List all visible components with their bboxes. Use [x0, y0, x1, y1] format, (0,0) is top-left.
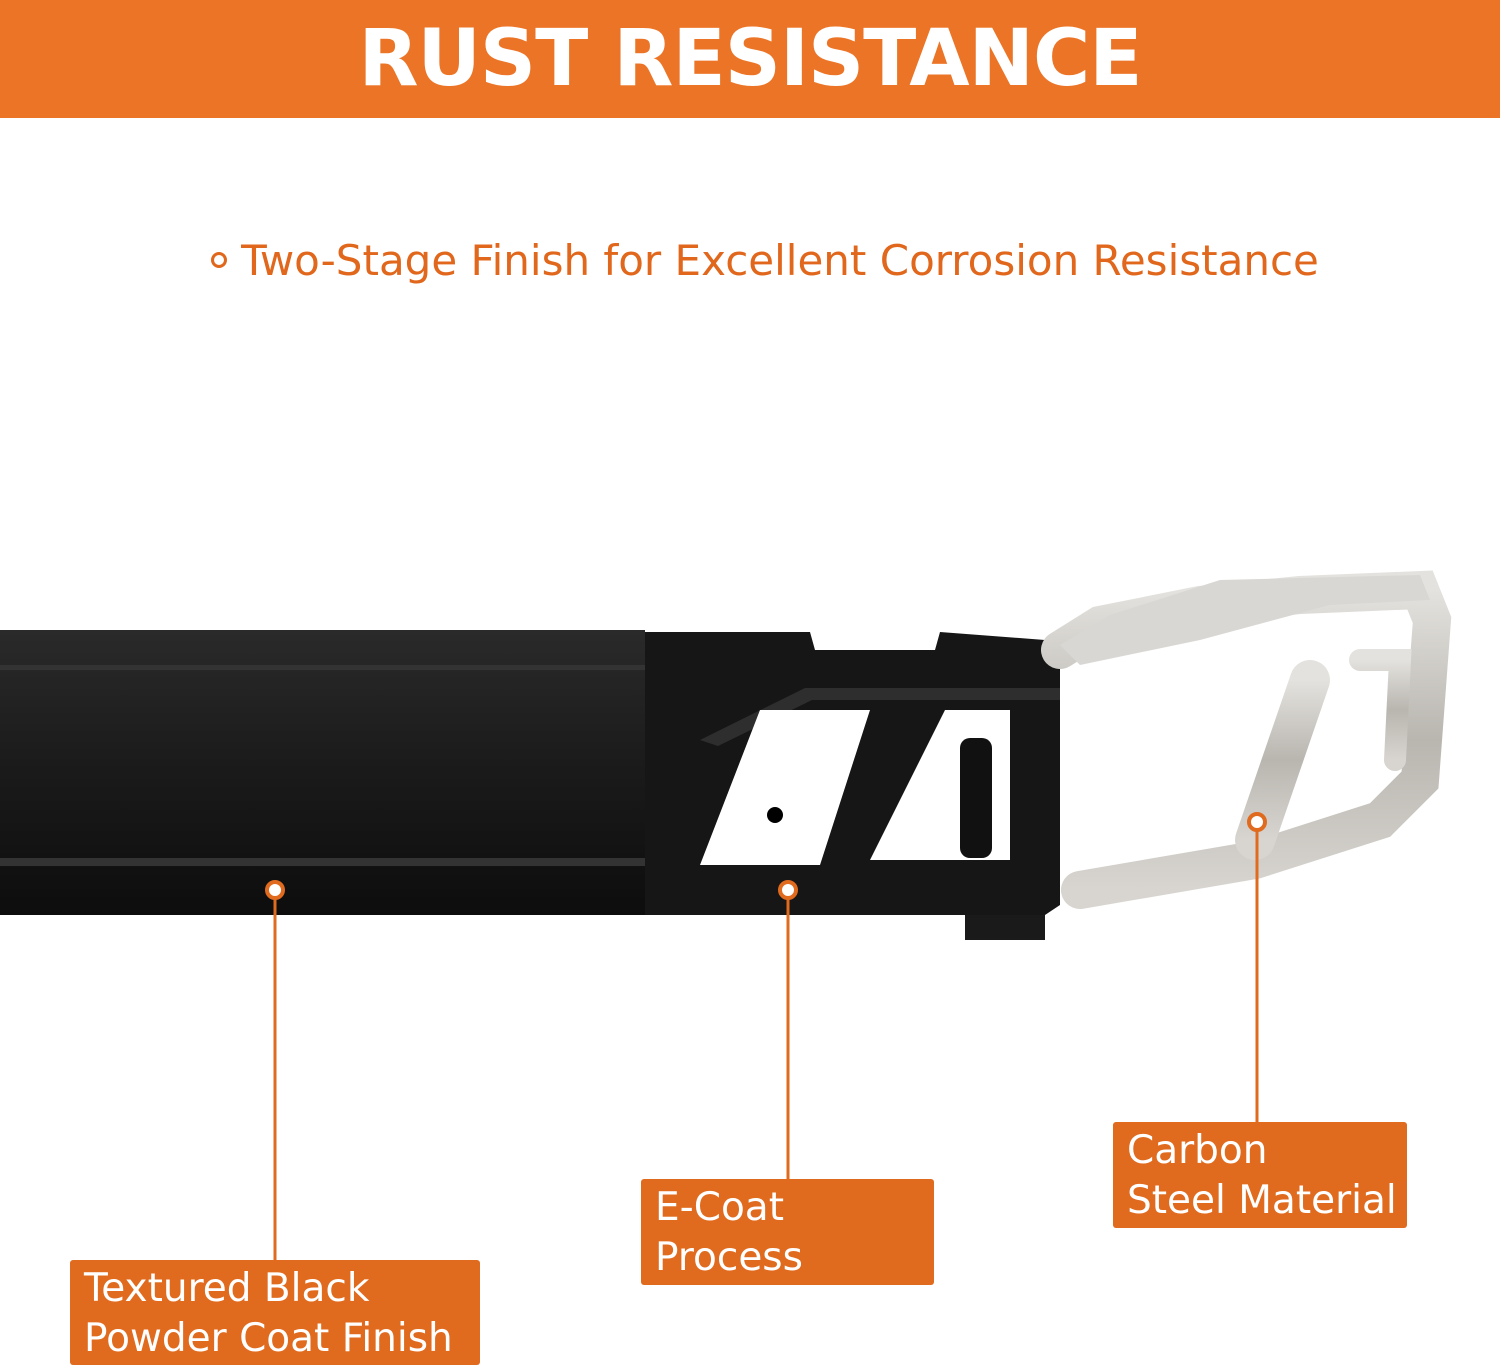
subtitle-text: Two-Stage Finish for Excellent Corrosion…	[241, 236, 1319, 285]
callout-dot-icon	[1247, 812, 1267, 832]
callout-carbon-steel: Carbon Steel Material	[1113, 1122, 1407, 1228]
callout-ecoat: E-Coat Process Layer	[641, 1179, 934, 1330]
end-bracket	[645, 632, 1060, 940]
callout-powder-coat: Textured Black Powder Coat Finish	[70, 1260, 480, 1365]
callout-leaders	[273, 822, 1259, 1262]
guard-top-plate	[1060, 575, 1430, 665]
circle-bullet-icon	[211, 251, 228, 268]
callout-line: Textured Black	[84, 1266, 370, 1311]
callout-dots	[265, 812, 1267, 900]
page-title: RUST RESISTANCE	[358, 14, 1143, 104]
callout-line: Process Layer	[655, 1235, 803, 1330]
callout-dot-icon	[778, 880, 798, 900]
callout-line: Carbon	[1127, 1128, 1268, 1173]
header-banner: RUST RESISTANCE	[0, 0, 1500, 118]
callout-line: Steel Material	[1127, 1178, 1397, 1223]
subtitle: Two-Stage Finish for Excellent Corrosion…	[0, 236, 1500, 285]
callout-line: E-Coat	[655, 1185, 784, 1230]
callout-line: Powder Coat Finish	[84, 1316, 453, 1361]
running-board	[0, 630, 645, 915]
callout-dot-icon	[265, 880, 285, 900]
